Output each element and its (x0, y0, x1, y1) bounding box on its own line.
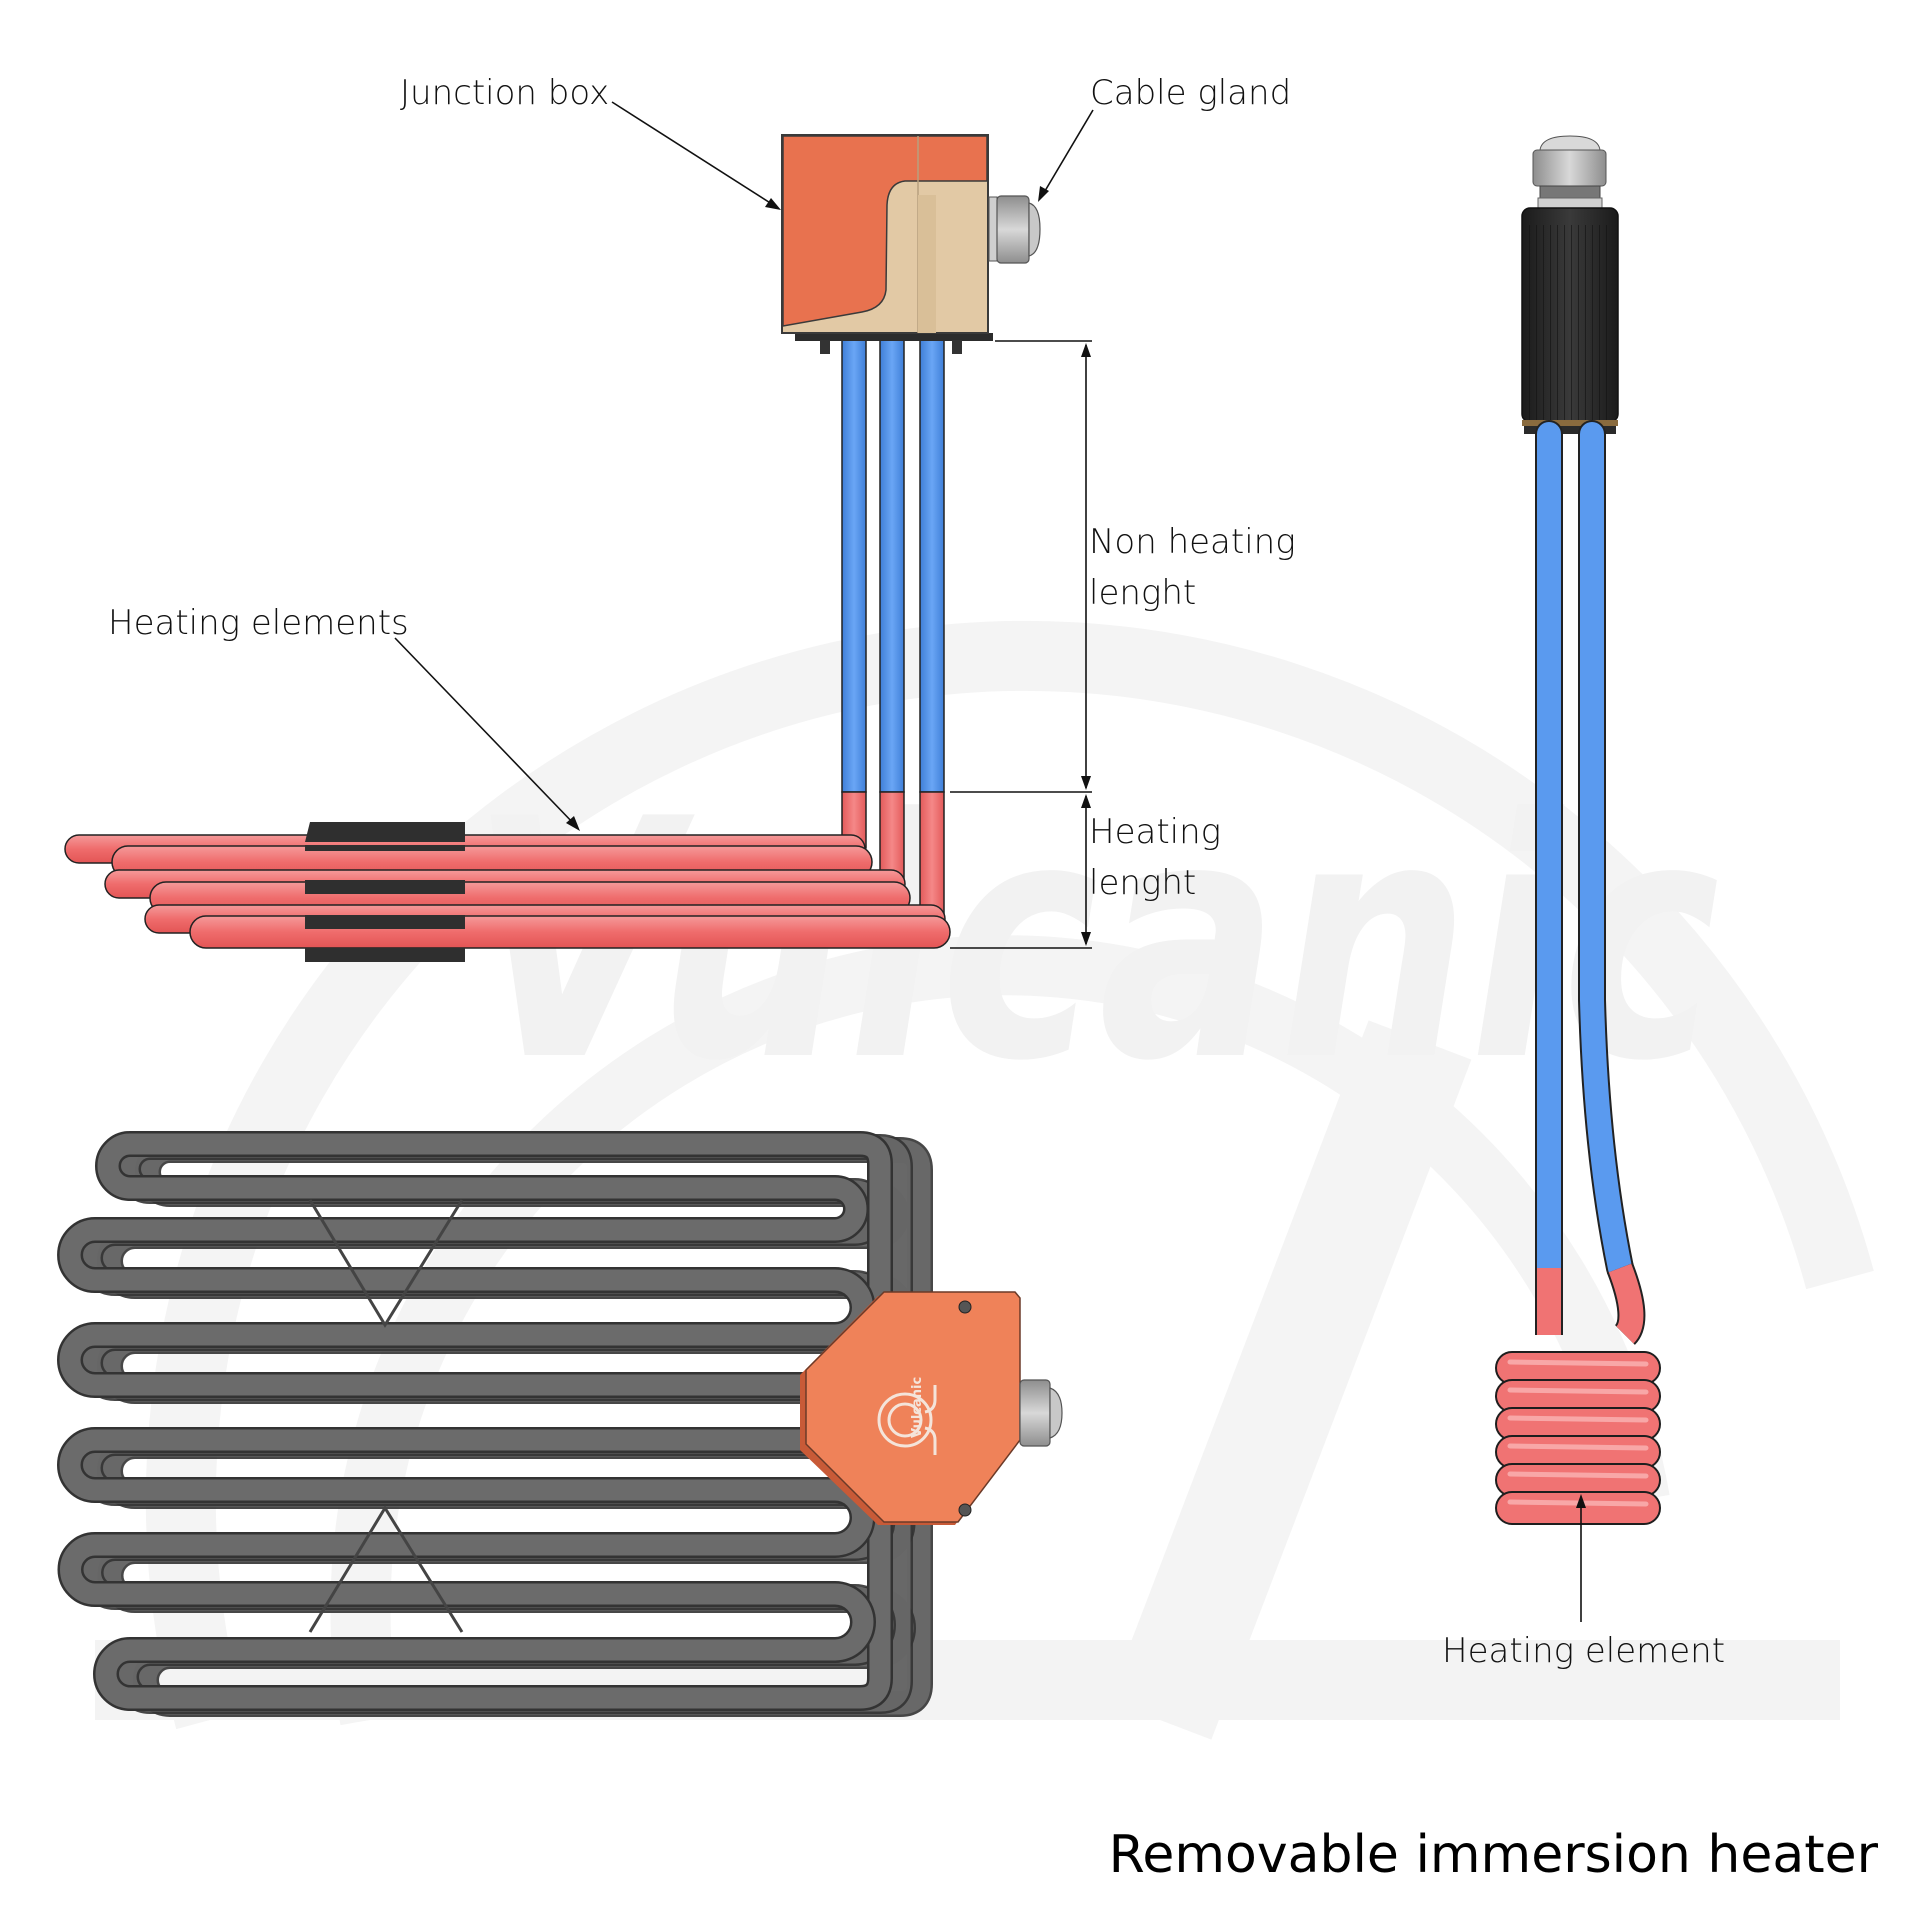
side-view: Junction box Cable gland Heating element… (64, 73, 1296, 962)
tube-2-non-heating (879, 339, 905, 793)
coil-highlight (1507, 1387, 1649, 1395)
cable-gland-dome (1539, 135, 1601, 151)
heating-length-line1: Heating (1089, 812, 1221, 852)
junction-box-bolt (952, 340, 962, 354)
spacer (305, 948, 465, 962)
handle-ribs (1528, 225, 1612, 420)
arrow-head (1081, 343, 1091, 357)
octagon-cable-gland[interactable] (1019, 1379, 1063, 1447)
junction-box-cover (782, 135, 988, 327)
heating-length-label-2: lenght (1089, 863, 1196, 903)
cable-gland-nut (1532, 149, 1607, 187)
heating-rod (189, 915, 951, 949)
arrow-head (1081, 776, 1091, 790)
cable-gland-base (988, 196, 998, 262)
hot-lead-right-fill (1608, 1263, 1644, 1344)
handle[interactable] (1521, 207, 1619, 434)
handle-band (1522, 420, 1618, 426)
non-heating-length-label-2: lenght (1089, 573, 1196, 613)
support-wire (308, 1199, 464, 1328)
junction-box[interactable] (781, 134, 993, 354)
tube-1-non-heating (841, 339, 867, 793)
watermark-stem (1108, 1020, 1472, 1740)
tube-3-heating (919, 791, 945, 921)
heating-element-label: Heating element (1442, 1631, 1725, 1671)
arrow-head (1038, 186, 1049, 202)
cable-gland-nut (1019, 1379, 1051, 1447)
junction-box-plate (795, 333, 993, 341)
cable-gland-dome (1049, 1387, 1063, 1439)
coil-highlight (1507, 1359, 1649, 1367)
spacer (305, 915, 465, 929)
cable-gland[interactable] (988, 195, 1041, 264)
vulcanic-logo-icon (877, 1385, 937, 1455)
junction-box-leader (611, 101, 776, 207)
octagonal-junction-box[interactable]: Vulcanic (800, 1291, 1021, 1525)
tube-2-heating (879, 791, 905, 883)
hot-leads (1535, 1262, 1646, 1345)
arrow-head (765, 198, 781, 210)
cable-gland-nut (996, 195, 1030, 264)
horizontal-heating-elements (64, 834, 951, 949)
non-heating-length-line2: lenght (1089, 573, 1196, 613)
spacer (305, 880, 465, 894)
cable-gland-dome (1028, 202, 1041, 257)
heating-length-line2: lenght (1089, 863, 1196, 903)
non-heating-length-label: Non heating (1089, 522, 1296, 562)
arrow-head (1081, 932, 1091, 946)
junction-box-label: Junction box (400, 73, 609, 113)
coil-highlight (1507, 1443, 1649, 1451)
coil-highlight (1507, 1471, 1649, 1479)
handle-cable-gland[interactable] (1532, 135, 1607, 211)
screw-icon (958, 1300, 972, 1314)
arrow-head (1576, 1494, 1586, 1508)
vertical-tubes (841, 339, 945, 921)
cable-gland-label: Cable gland (1090, 73, 1291, 113)
support-wire-bottom (308, 1505, 464, 1633)
coil-view: Heating element (1442, 135, 1725, 1671)
heating-coil[interactable] (1495, 1351, 1661, 1525)
cold-lead-right-fill (1580, 422, 1632, 1280)
heating-elements-label: Heating elements (108, 603, 409, 643)
support-wire-top (308, 1199, 464, 1328)
arrow-head (1081, 794, 1091, 808)
spacer (305, 845, 465, 851)
junction-box-bolt (820, 340, 830, 354)
cold-leads (1535, 420, 1634, 1282)
junction-box-slot (918, 195, 936, 333)
coil-highlight (1507, 1415, 1649, 1423)
heating-elements-leader (394, 637, 577, 827)
arrow-head (566, 816, 580, 831)
dimension-lines (950, 340, 1092, 949)
page-title: Removable immersion heater (1109, 1825, 1879, 1885)
non-heating-length-line1: Non heating (1089, 522, 1296, 562)
support-wire (308, 1505, 464, 1633)
cable-gland-leader (1041, 109, 1094, 197)
tube-3-non-heating (919, 339, 945, 793)
top-view: Vulcanic (57, 1131, 1063, 1717)
heating-length-label: Heating (1089, 812, 1221, 852)
handle-base (1524, 426, 1616, 434)
support-spacers (305, 822, 465, 962)
cable-gland-thread (1539, 185, 1601, 199)
octagon-logo-text: Vulcanic (910, 1377, 925, 1438)
screw-icon (958, 1503, 972, 1517)
spacer (305, 822, 465, 842)
